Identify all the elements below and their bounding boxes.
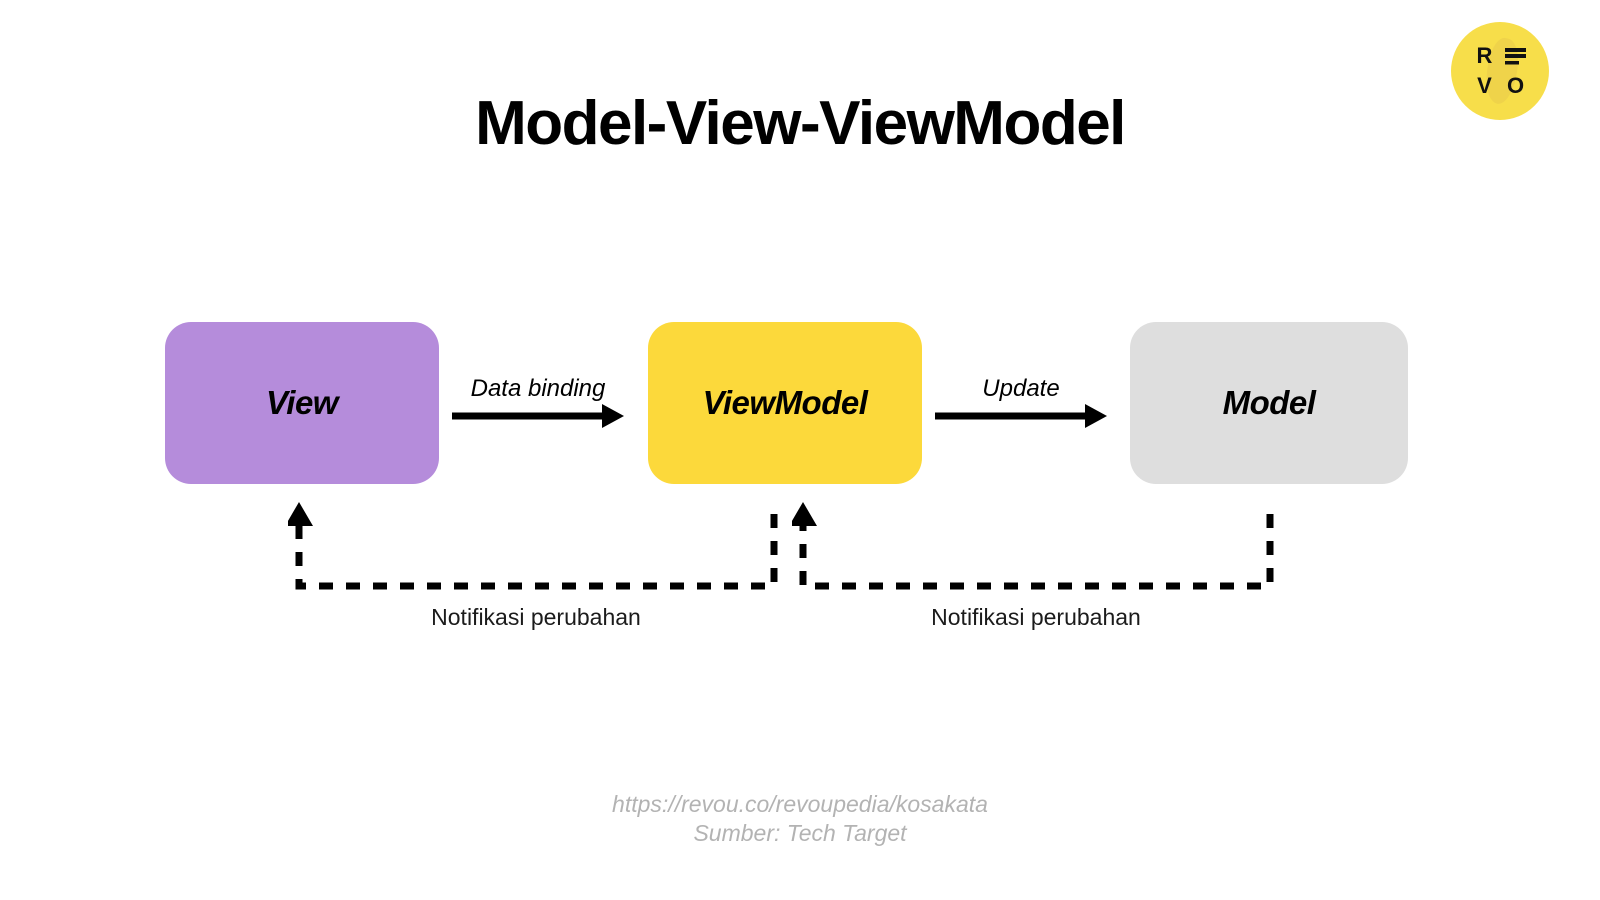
flow-label-data-binding: Data binding [470, 375, 606, 402]
page-title: Model-View-ViewModel [475, 89, 1126, 158]
feedback-label-left: Notifikasi perubahan [431, 604, 641, 630]
node-label-view: View [266, 384, 338, 421]
node-label-model: Model [1222, 384, 1316, 421]
flow-label-update: Update [982, 375, 1060, 402]
footer-url[interactable]: https://revou.co/revoupedia/kosakata [612, 791, 988, 817]
logo-letter-v: V [1477, 73, 1492, 98]
flow-arrow-data-binding [452, 398, 624, 434]
diagram-node-model[interactable]: Model [1130, 322, 1408, 484]
feedback-arrow-viewmodel-to-view [288, 500, 784, 596]
flow-arrow-update [935, 398, 1107, 434]
footer: https://revou.co/revoupedia/kosakata Sum… [0, 790, 1600, 848]
feedback-arrow-model-to-viewmodel [792, 500, 1280, 596]
diagram-node-viewmodel[interactable]: ViewModel [648, 322, 922, 484]
logo-lettermark: R V O [1469, 41, 1531, 101]
logo-e-bars-icon [1505, 47, 1526, 65]
logo-letter-r: R [1476, 43, 1493, 68]
diagram-node-view[interactable]: View [165, 322, 439, 484]
revou-logo: R V O [1451, 22, 1549, 120]
logo-letter-o: O [1506, 73, 1525, 98]
feedback-label-right: Notifikasi perubahan [931, 604, 1141, 630]
footer-source: Sumber: Tech Target [693, 820, 907, 846]
node-label-viewmodel: ViewModel [702, 384, 868, 421]
